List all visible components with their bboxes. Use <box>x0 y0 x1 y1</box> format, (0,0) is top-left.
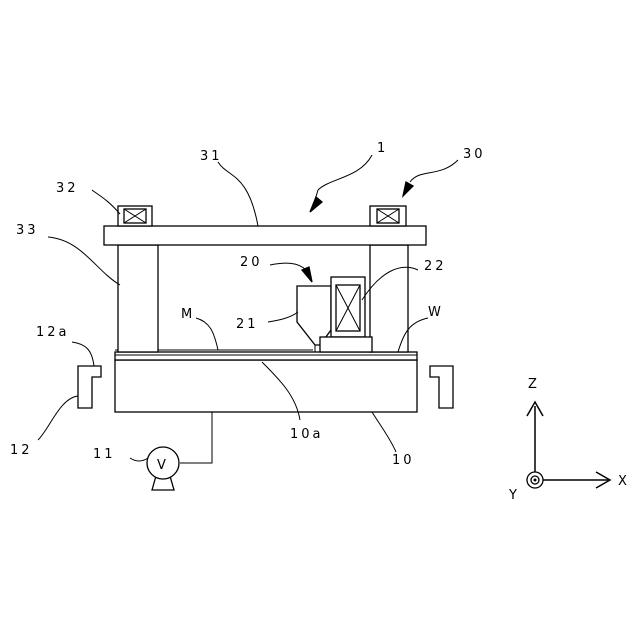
leader-12a <box>72 342 94 366</box>
leader-11 <box>130 458 148 461</box>
label-1: 1 <box>377 141 388 156</box>
leader-10 <box>372 412 396 452</box>
leader-30 <box>410 160 458 182</box>
nozzle-unit <box>297 286 331 345</box>
label-33: 33 <box>16 223 39 238</box>
leader-20 <box>270 263 306 270</box>
right-guide <box>430 366 453 408</box>
left-drive-unit <box>118 206 152 226</box>
gantry-beam <box>104 226 426 245</box>
drive-box <box>331 277 365 337</box>
leader-30-arrow <box>403 182 413 196</box>
label-12a: 12a <box>36 325 70 340</box>
table-top-layer <box>115 352 417 360</box>
leader-32 <box>92 190 120 214</box>
label-10: 10 <box>392 453 415 468</box>
leader-12 <box>38 396 78 440</box>
label-M: M <box>181 307 195 322</box>
label-10a: 10a <box>290 427 324 442</box>
table-body <box>115 360 417 412</box>
axis-z-label: Z <box>528 377 537 392</box>
leader-20-arrow <box>302 267 312 282</box>
label-W: W <box>428 305 444 320</box>
label-22: 22 <box>424 259 447 274</box>
pump-pipe <box>180 412 212 463</box>
label-32: 32 <box>56 181 79 196</box>
label-30: 30 <box>463 147 486 162</box>
label-11: 11 <box>93 447 116 462</box>
work-base <box>320 337 372 352</box>
label-21: 21 <box>236 317 259 332</box>
leader-M <box>196 318 218 350</box>
leader-31 <box>218 162 258 226</box>
leader-21 <box>268 312 298 322</box>
label-31: 31 <box>200 149 223 164</box>
leader-1 <box>318 155 372 190</box>
axis-x-label: X <box>618 474 627 489</box>
pump-valve-label: V <box>157 458 166 473</box>
left-guide <box>78 366 101 408</box>
left-column <box>118 245 158 352</box>
right-drive-unit <box>370 206 406 226</box>
label-12: 12 <box>10 443 33 458</box>
right-column <box>370 245 408 352</box>
axis-y-label: Y <box>508 488 517 503</box>
coordinate-axes <box>527 402 610 488</box>
label-20: 20 <box>240 255 263 270</box>
